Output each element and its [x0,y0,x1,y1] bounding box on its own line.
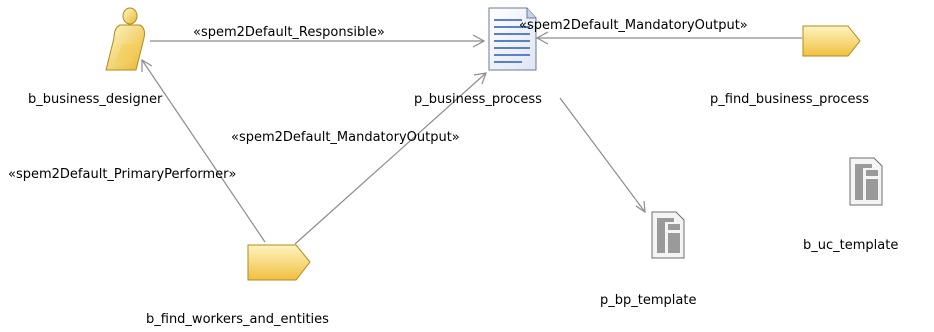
edge-mandatory-output-top[interactable] [535,31,802,45]
edge-label-mandatory-output-mid: «spem2Default_MandatoryOutput» [231,130,460,145]
edge-label-primary-performer: «spem2Default_PrimaryPerformer» [8,167,237,182]
edge-primary-performer[interactable] [141,58,266,243]
node-label-find-business-process: p_find_business_process [710,92,870,107]
node-label-business-designer: b_business_designer [28,92,163,107]
node-label-uc-template: b_uc_template [803,238,899,253]
edge-label-mandatory-output-top: «spem2Default_MandatoryOutput» [519,18,748,33]
node-label-business-process: p_business_process [414,92,542,107]
template-icon[interactable] [849,157,883,206]
node-label-find-workers-and-entities: b_find_workers_and_entities [146,312,329,327]
edge-bp-template[interactable] [559,97,646,214]
role-person-icon[interactable] [105,7,145,71]
node-label-bp-template: p_bp_template [600,293,697,308]
edge-mandatory-output-mid[interactable] [294,72,487,245]
task-icon[interactable] [247,244,311,281]
edge-label-responsible: «spem2Default_Responsible» [193,25,385,40]
task-icon[interactable] [802,25,861,57]
template-icon[interactable] [651,211,685,259]
work-product-document-icon[interactable] [488,7,537,71]
edge-responsible[interactable] [150,34,486,48]
